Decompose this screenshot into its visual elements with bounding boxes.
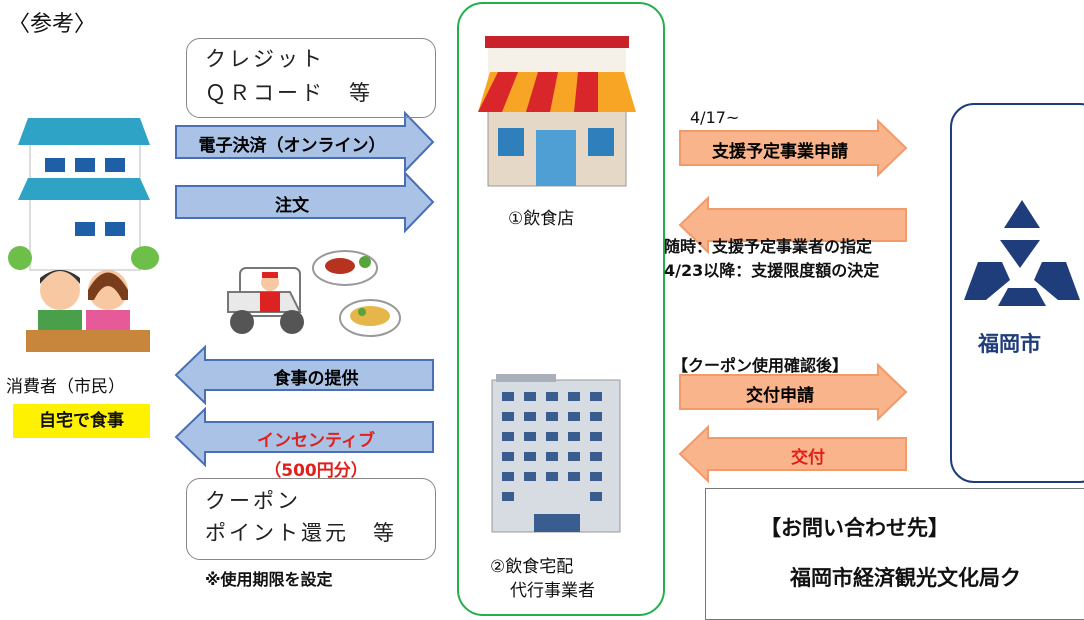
payment-methods-line1: クレジット xyxy=(205,47,325,71)
diagram-graphics xyxy=(8,36,1080,533)
delivery-label-line2: 代行事業者 xyxy=(510,581,595,601)
eat-at-home-badge: 自宅で食事 xyxy=(13,404,150,438)
grant-application-label: 交付申請 xyxy=(746,386,814,406)
grant-application-arrow xyxy=(679,362,908,422)
contact-heading: 【お問い合わせ先】 xyxy=(760,516,949,540)
coupon-check-label: 【クーポン使用確認後】 xyxy=(672,356,849,375)
fukuoka-city-box xyxy=(950,103,1084,483)
incentive-arrow xyxy=(174,406,434,468)
restaurant-label: ①飲食店 xyxy=(508,209,575,229)
order-arrow xyxy=(175,170,435,234)
incentive-label: インセンティブ xyxy=(257,431,375,451)
payment-methods-bracket xyxy=(186,38,436,118)
electronic-payment-arrow xyxy=(175,110,435,174)
coupon-bracket xyxy=(186,478,436,560)
office-building-illustration xyxy=(491,374,621,533)
designation-line2: 4/23以降：支援限度額の決定 xyxy=(664,261,880,280)
application-label: 支援予定事業申請 xyxy=(712,142,848,162)
expiry-note: ※使用期限を設定 xyxy=(205,570,333,589)
electronic-payment-label: 電子決済（オンライン） xyxy=(198,136,386,156)
delivery-label-line1: ②飲食宅配 xyxy=(490,557,574,577)
consumer-label: 消費者（市民） xyxy=(6,377,125,397)
designation-arrow xyxy=(678,195,907,255)
coupon-line1: クーポン xyxy=(205,489,301,513)
fukuoka-city-emblem xyxy=(964,200,1080,306)
payment-methods-line2: ＱＲコード 等 xyxy=(205,81,373,105)
meal-provision-label: 食事の提供 xyxy=(273,369,359,389)
page-title: 〈参考〉 xyxy=(8,12,97,37)
delivery-illustration xyxy=(227,250,401,337)
application-date: 4/17~ xyxy=(690,108,740,127)
incentive-amount-label: （500円分） xyxy=(264,461,368,481)
vendors-box xyxy=(457,2,665,616)
designation-line1: 随時：支援予定事業者の指定 xyxy=(664,237,873,256)
meal-provision-arrow xyxy=(174,344,434,406)
order-label: 注文 xyxy=(275,196,309,216)
restaurant-illustration xyxy=(478,36,636,187)
grant-label: 交付 xyxy=(791,448,825,468)
contact-box xyxy=(705,488,1084,620)
application-arrow xyxy=(679,118,908,178)
contact-department: 福岡市経済観光文化局ク xyxy=(790,566,1021,590)
house-illustration xyxy=(8,118,159,352)
city-name: 福岡市 xyxy=(978,332,1041,356)
coupon-line2: ポイント還元 等 xyxy=(205,521,397,545)
grant-arrow xyxy=(678,424,907,484)
